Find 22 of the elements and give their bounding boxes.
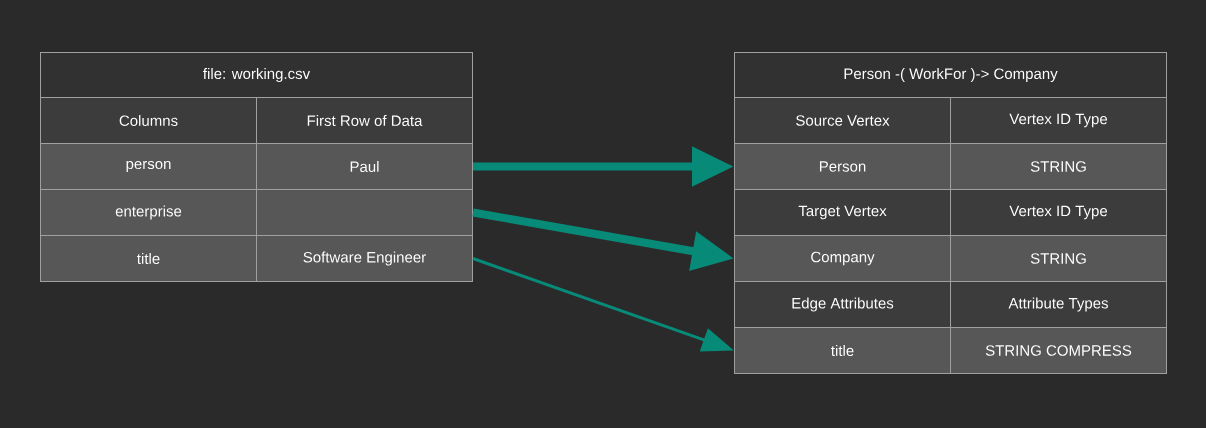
table-cell: Company xyxy=(734,235,951,282)
table-title: file: working.csv xyxy=(40,52,473,98)
table-cell: Edge Attributes xyxy=(734,281,951,328)
table-cell: STRING COMPRESS xyxy=(950,327,1167,374)
table-cell: title xyxy=(40,235,257,282)
table-cell: STRING xyxy=(950,235,1167,282)
table-cell: Source Vertex xyxy=(734,97,951,144)
table-cell: Paul xyxy=(256,143,473,190)
table-cell: Target Vertex xyxy=(734,189,951,236)
table-cell: person xyxy=(40,143,257,190)
table-cell: Vertex ID Type xyxy=(950,97,1167,144)
table-cell: Columns xyxy=(40,97,257,144)
table-cell: Software Engineer xyxy=(256,235,473,282)
table-cell: Attribute Types xyxy=(950,281,1167,328)
table-cell xyxy=(256,189,473,236)
table-cell: Vertex ID Type xyxy=(950,189,1167,236)
table-cell: First Row of Data xyxy=(256,97,473,144)
table-cell: enterprise xyxy=(40,189,257,236)
table-cell: Person xyxy=(734,143,951,190)
table-cell: title xyxy=(734,327,951,374)
table-cell: STRING xyxy=(950,143,1167,190)
table-title: Person -( WorkFor )-> Company xyxy=(734,52,1167,98)
